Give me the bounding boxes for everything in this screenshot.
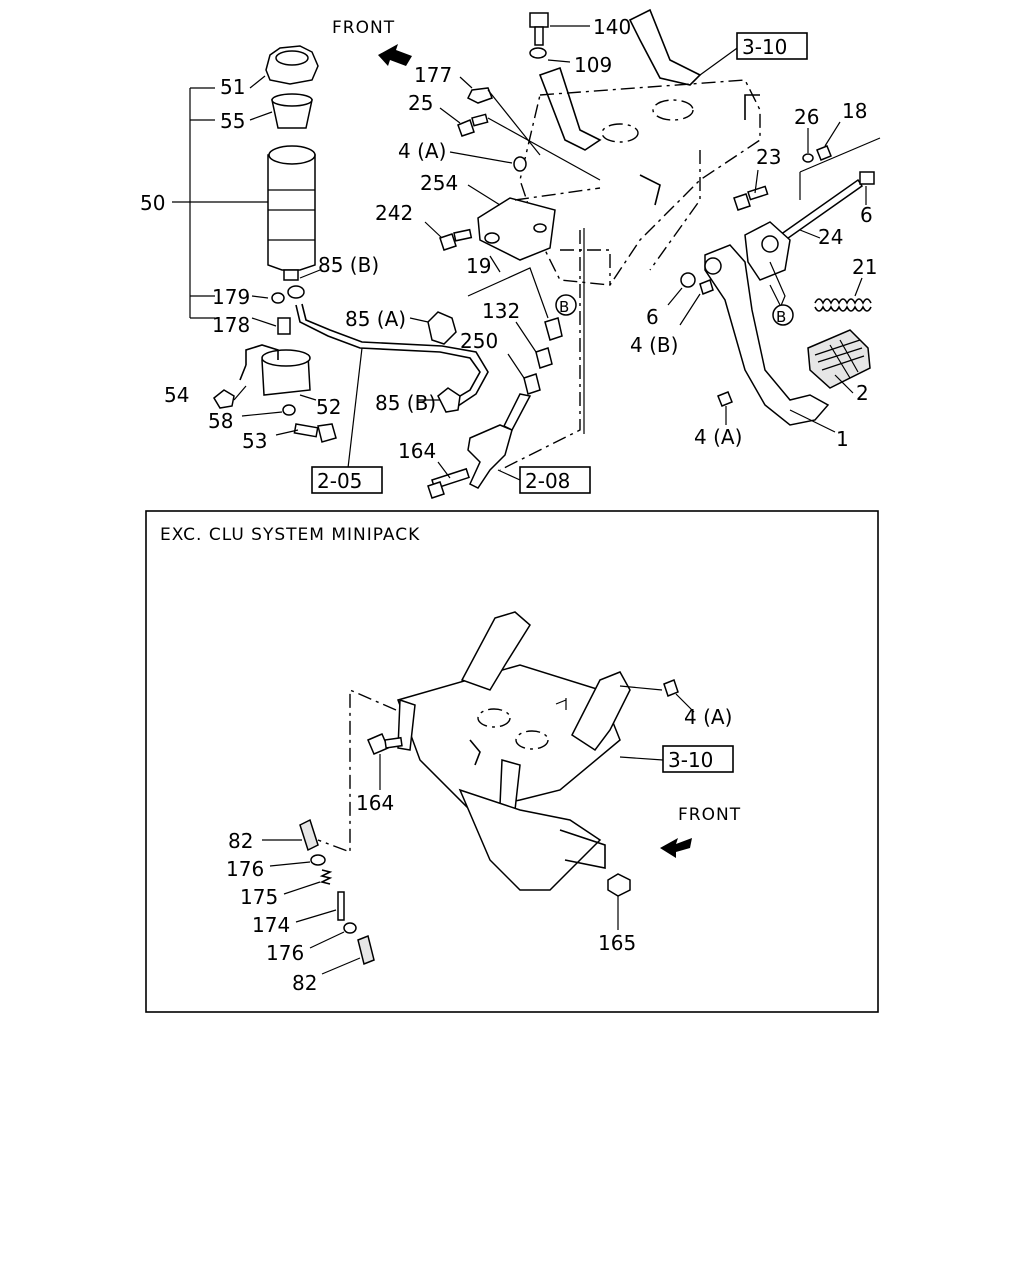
label-132: 132 [482, 299, 520, 323]
inset-title: EXC. CLU SYSTEM MINIPACK [160, 525, 420, 545]
label-176-lower: 176 [266, 941, 304, 965]
clutch-hose: 2-05 [295, 269, 489, 494]
front-label-upper: FRONT [332, 18, 395, 38]
label-140: 140 [593, 15, 631, 39]
upper-assembly: FRONT 3-10 [140, 8, 881, 499]
bolt-164-inset [367, 733, 403, 790]
ref-3-10-inset: 3-10 [668, 748, 713, 772]
spring-21 [814, 277, 872, 312]
bolt-242 [424, 221, 473, 251]
label-4a-pedal: 4 (A) [694, 425, 742, 449]
bolt-140 [529, 12, 590, 46]
nut-165 [607, 873, 631, 930]
nut-177 [459, 76, 541, 156]
master-cylinder-group [172, 45, 337, 443]
clutch-pedal-1 [704, 221, 836, 433]
label-85a: 85 (A) [345, 307, 406, 331]
label-55: 55 [220, 109, 245, 133]
label-2: 2 [856, 381, 869, 405]
lower-inset: EXC. CLU SYSTEM MINIPACK [145, 510, 879, 1013]
label-1: 1 [836, 427, 849, 451]
label-19: 19 [466, 254, 491, 278]
label-164-upper: 164 [398, 439, 436, 463]
label-51: 51 [220, 75, 245, 99]
svg-text:B: B [776, 308, 786, 326]
bushing-6-left [667, 272, 696, 306]
bolt-4b [679, 278, 714, 326]
ref-2-08: 2-08 [525, 469, 570, 493]
label-53: 53 [242, 429, 267, 453]
nut-26 [802, 128, 814, 163]
pedal-bracket [519, 8, 761, 286]
label-175: 175 [240, 885, 278, 909]
label-24: 24 [818, 225, 843, 249]
nut-4a-lower [717, 391, 733, 425]
label-6-left: 6 [646, 305, 659, 329]
push-rod-assembly: 2-08 [427, 228, 591, 499]
washer-109 [529, 47, 571, 63]
front-arrow-icon [378, 44, 412, 66]
label-174: 174 [252, 913, 290, 937]
label-25: 25 [408, 91, 433, 115]
label-50: 50 [140, 191, 165, 215]
bolt-4a-inset [619, 679, 695, 713]
front-label-inset: FRONT [678, 805, 741, 825]
label-4a-upper: 4 (A) [398, 139, 446, 163]
label-250: 250 [460, 329, 498, 353]
pin-6-right [859, 171, 875, 205]
pedal-pad-2 [807, 329, 871, 394]
label-18: 18 [842, 99, 867, 123]
label-21: 21 [852, 255, 877, 279]
clevis-stack-inset [262, 818, 375, 975]
label-82-upper: 82 [228, 829, 253, 853]
label-4a-inset: 4 (A) [684, 705, 732, 729]
label-82-lower: 82 [292, 971, 317, 995]
ref-2-05: 2-05 [317, 469, 362, 493]
circle-b-marker-2: B [769, 284, 794, 326]
label-85b-lower: 85 (B) [375, 391, 436, 415]
label-254: 254 [420, 171, 458, 195]
label-54: 54 [164, 383, 189, 407]
label-52: 52 [316, 395, 341, 419]
grommet-4a-upper [449, 151, 527, 172]
label-26: 26 [794, 105, 819, 129]
bolt-23 [733, 169, 769, 211]
label-109: 109 [574, 53, 612, 77]
label-179: 179 [212, 285, 250, 309]
front-arrow-icon [660, 838, 692, 858]
label-177: 177 [414, 63, 452, 87]
label-242: 242 [375, 201, 413, 225]
ref-box-3-10-upper: 3-10 [699, 32, 808, 76]
label-6-right: 6 [860, 203, 873, 227]
ref-box-3-10-inset: 3-10 [619, 745, 734, 773]
ref-3-10-upper: 3-10 [742, 35, 787, 59]
nut-18 [816, 121, 841, 161]
label-85b-upper: 85 (B) [318, 253, 379, 277]
label-176-upper: 176 [226, 857, 264, 881]
label-58: 58 [208, 409, 233, 433]
pedal-bracket-inset [397, 611, 631, 891]
circle-b-marker-1: B [555, 294, 577, 316]
svg-text:B: B [559, 298, 569, 316]
bolt-25 [439, 107, 601, 181]
label-165: 165 [598, 931, 636, 955]
label-164-inset: 164 [356, 791, 394, 815]
bracket-254 [467, 184, 601, 261]
label-4b: 4 (B) [630, 333, 678, 357]
label-178: 178 [212, 313, 250, 337]
label-23: 23 [756, 145, 781, 169]
